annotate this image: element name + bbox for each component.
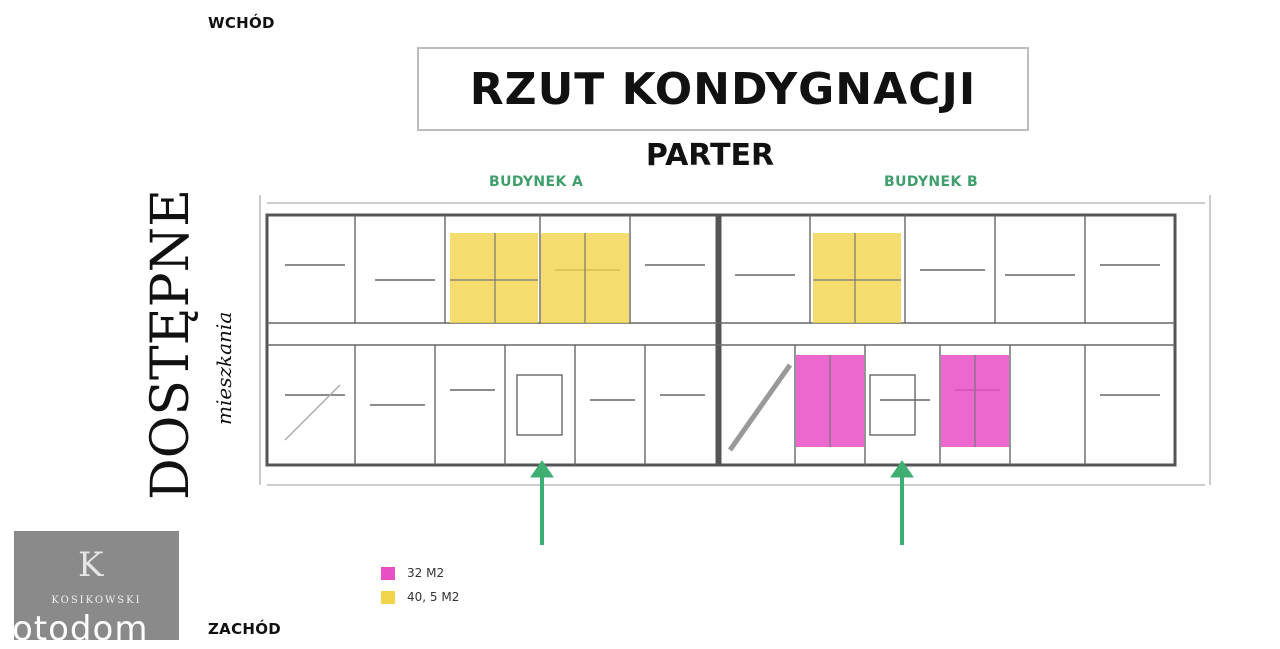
legend-label-40-5: 40, 5 M2 — [407, 590, 460, 604]
apartments-label: mieszkania — [212, 311, 236, 425]
legend-label-32: 32 M2 — [407, 566, 445, 580]
building-b-label: BUDYNEK B — [884, 174, 979, 190]
compass-bottom-label: ZACHÓD — [208, 620, 282, 638]
logo-k-icon: K — [78, 545, 104, 585]
legend-item-40-5: 40, 5 M2 — [381, 590, 459, 604]
interior-walls — [267, 215, 1175, 465]
entrance-arrows — [530, 460, 914, 545]
legend-swatch-pink — [381, 566, 395, 580]
dimension-lines — [259, 195, 1211, 486]
title-box: RZUT KONDYGNACJI — [417, 47, 1029, 131]
floor-plan — [259, 195, 1211, 545]
company-logo: K KOSIKOWSKI otodom — [12, 531, 179, 649]
page-title: RZUT KONDYGNACJI — [469, 63, 977, 115]
highlight-inner-walls — [450, 233, 976, 447]
available-label: DOSTĘPNE — [141, 188, 201, 500]
logo-name: KOSIKOWSKI — [51, 595, 142, 606]
legend-item-32: 32 M2 — [381, 566, 459, 580]
apartment-highlights — [450, 233, 1009, 447]
building-a-label: BUDYNEK A — [489, 174, 584, 190]
compass-top-label: WCHÓD — [208, 14, 275, 32]
floor-subtitle: PARTER — [645, 138, 775, 173]
entrance-arrow-b-head — [890, 460, 914, 478]
watermark: otodom — [12, 609, 149, 649]
entrance-arrow-a-head — [530, 460, 554, 478]
outer-walls — [265, 213, 1177, 467]
apartment-40-5-m2 — [450, 233, 538, 323]
legend-swatch-yellow — [381, 590, 395, 604]
legend: 32 M2 40, 5 M2 — [381, 566, 459, 604]
apartment-40-5-m2 — [813, 233, 901, 323]
